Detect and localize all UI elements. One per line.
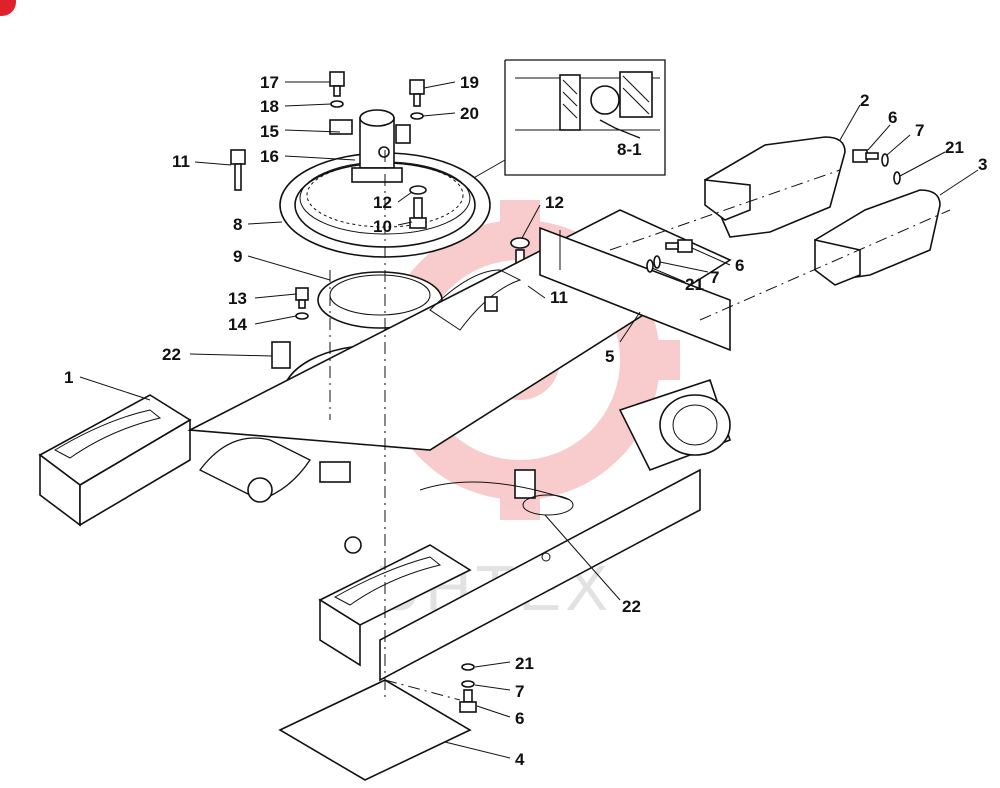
- washer-21-mid: [646, 259, 654, 273]
- callout-19: 19: [460, 73, 479, 92]
- callout-11-left: 11: [172, 152, 190, 171]
- callout-22-right: 22: [622, 597, 641, 616]
- washer-21-top: [893, 171, 901, 185]
- spacer-ring-9: [317, 271, 443, 329]
- callout-6-bottom: 6: [515, 709, 524, 728]
- washer-12-right: [510, 237, 530, 249]
- callout-17: 17: [260, 73, 279, 92]
- side-cover-3: [813, 189, 941, 286]
- center-lines: [329, 150, 951, 701]
- washer-7-top: [881, 153, 889, 167]
- callout-7-bottom: 7: [515, 682, 524, 701]
- callout-18: 18: [260, 97, 279, 116]
- callout-21-bottom: 21: [515, 654, 534, 673]
- callout-4: 4: [515, 750, 525, 769]
- callout-13: 13: [228, 289, 247, 308]
- callout-22-left: 22: [162, 345, 181, 364]
- leader-lines: [79, 81, 979, 759]
- bolt-6-mid: [665, 239, 693, 253]
- callout-9: 9: [233, 247, 242, 266]
- bolt-17: [329, 71, 345, 97]
- bolt-19: [409, 79, 425, 107]
- bolt-10: [409, 197, 427, 229]
- callout-6-top: 6: [888, 108, 897, 127]
- callout-21-mid: 21: [685, 275, 704, 294]
- callout-16: 16: [260, 147, 279, 166]
- bottom-plate-4: [278, 679, 472, 781]
- callout-2: 2: [860, 91, 869, 110]
- callout-5: 5: [605, 347, 614, 366]
- inset-label: 8-1: [617, 140, 642, 159]
- callout-8: 8: [233, 215, 242, 234]
- washer-18: [330, 100, 344, 108]
- cover-plate-5: [539, 226, 731, 352]
- inset-bearing-detail: 8-1: [469, 59, 666, 181]
- bolt-11-left: [230, 149, 246, 191]
- callout-labels: 17 18 15 16 11 19 20 8 12 10 12 11 9 13 …: [64, 73, 987, 769]
- washer-20: [410, 112, 424, 120]
- bolt-6-bottom: [459, 689, 477, 713]
- callout-6-mid: 6: [735, 256, 744, 275]
- washer-7-bottom: [461, 680, 475, 688]
- bolt-13: [295, 287, 309, 309]
- callout-21-top: 21: [945, 138, 964, 157]
- callout-11-right: 11: [550, 288, 568, 307]
- swivel-joint: [329, 109, 411, 183]
- callout-3: 3: [978, 155, 987, 174]
- callout-20: 20: [460, 104, 479, 123]
- washer-7-mid: [653, 255, 661, 269]
- corner-marker: [0, 0, 16, 16]
- washer-14: [295, 312, 309, 320]
- callout-12-top: 12: [373, 193, 392, 212]
- callout-7-top: 7: [915, 121, 924, 140]
- side-cover-2: [703, 136, 846, 238]
- washer-21-bottom: [461, 663, 475, 671]
- callout-15: 15: [260, 122, 279, 141]
- washer-12-top: [409, 185, 427, 195]
- callout-7-mid: 7: [710, 268, 719, 287]
- callout-12-right: 12: [545, 193, 564, 212]
- callout-14: 14: [228, 315, 247, 334]
- callout-1: 1: [64, 368, 73, 387]
- callout-10: 10: [373, 217, 392, 236]
- bolt-6-top: [852, 149, 879, 163]
